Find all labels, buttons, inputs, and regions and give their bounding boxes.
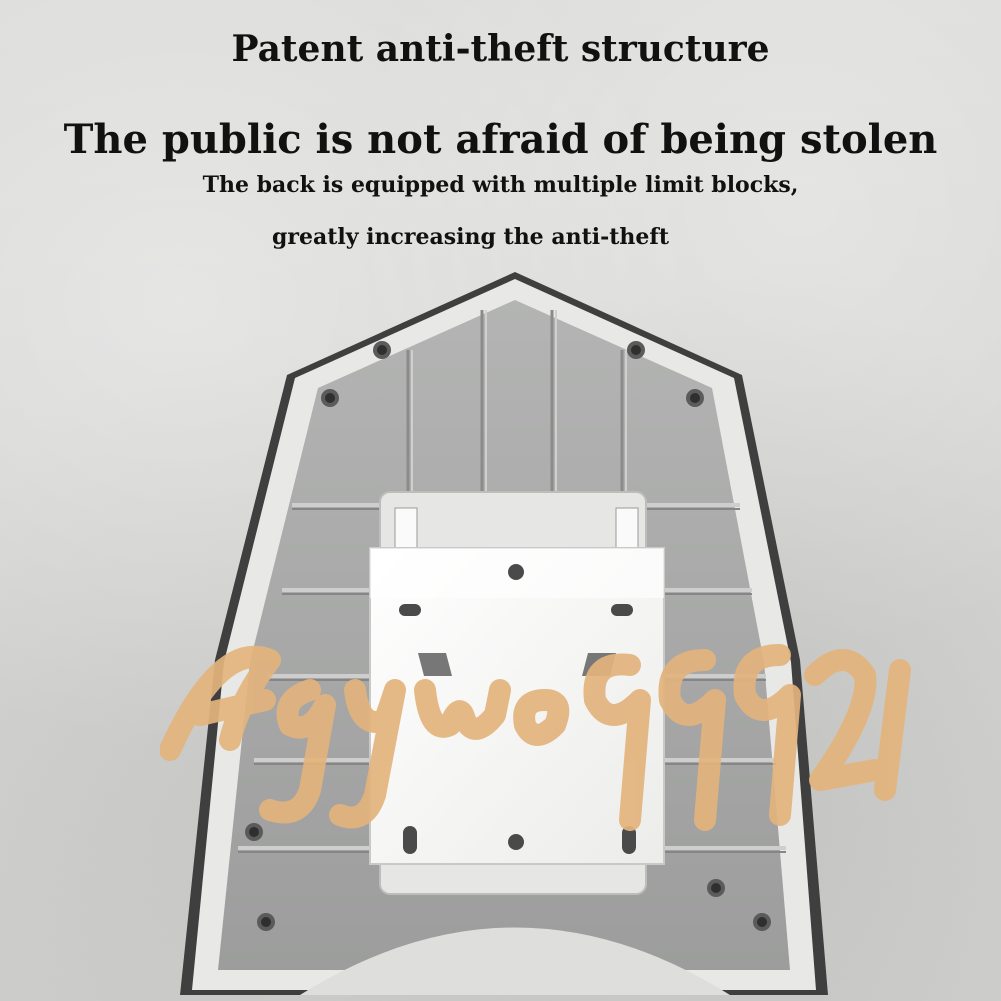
page-title: Patent anti-theft structure [231, 28, 770, 70]
screw-holes [245, 341, 771, 931]
subtitle: The public is not afraid of being stolen [63, 116, 938, 163]
housing-ribs [406, 310, 624, 500]
description-line-2: greatly increasing the anti-theft [271, 224, 670, 250]
description-line-1: The back is equipped with multiple limit… [202, 172, 799, 198]
watermark-signature [160, 644, 911, 831]
